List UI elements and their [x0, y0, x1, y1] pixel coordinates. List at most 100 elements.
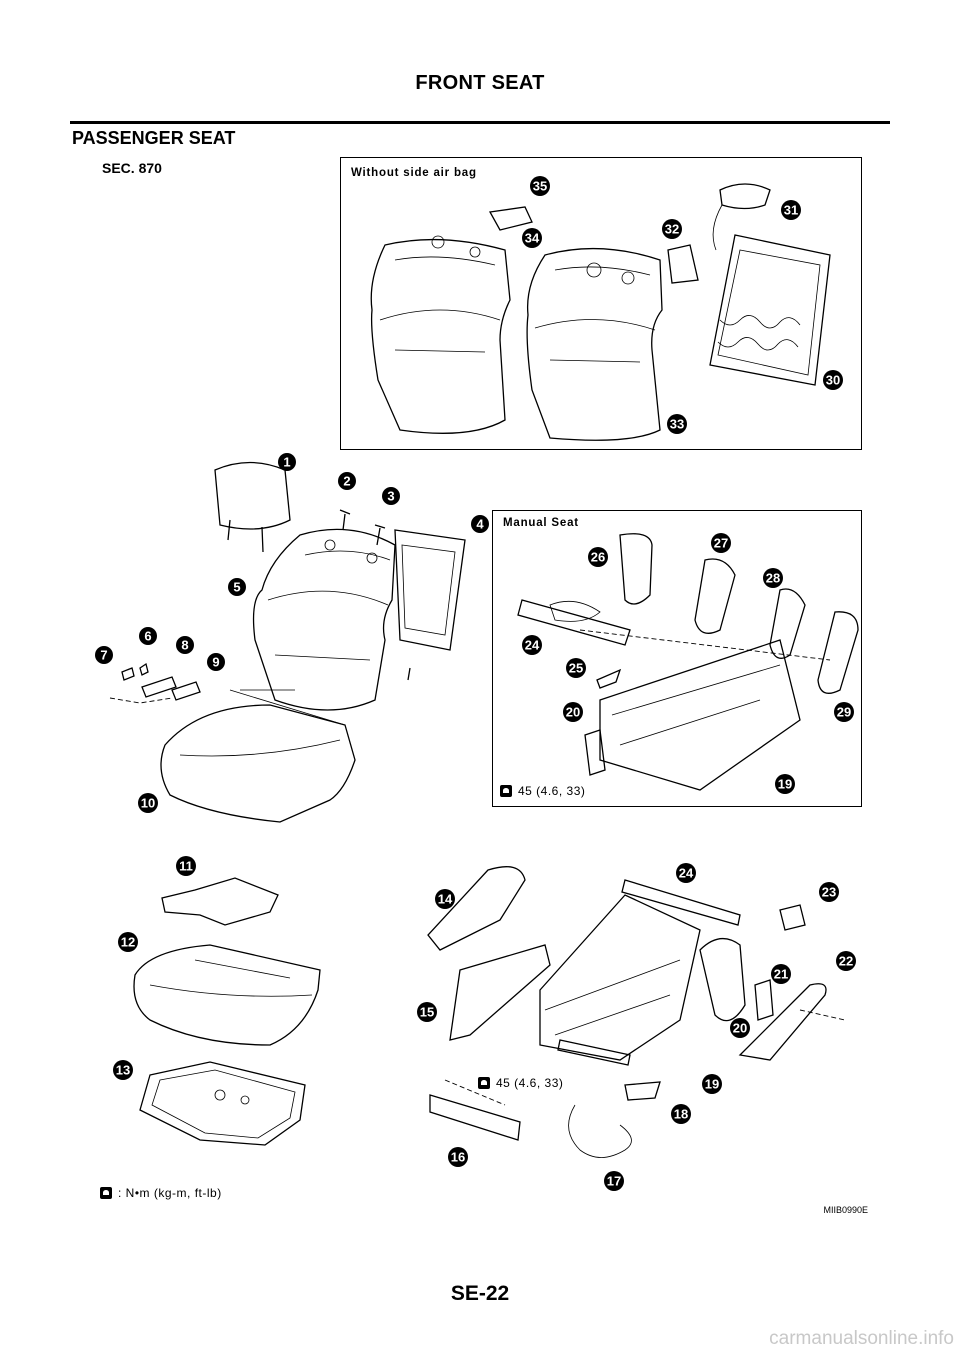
svg-text:20: 20: [566, 705, 580, 720]
svg-text:20: 20: [733, 1021, 747, 1036]
callout-6: 6: [139, 627, 157, 645]
callout-3: 3: [382, 487, 400, 505]
manual-seat-box: [492, 510, 862, 807]
section-title: PASSENGER SEAT: [72, 128, 236, 148]
torque-spec-manual: 45 (4.6, 33): [500, 784, 585, 798]
callout-1: 1: [278, 453, 296, 471]
svg-text:19: 19: [778, 777, 792, 792]
torque-value-power: 45 (4.6, 33): [496, 1076, 564, 1090]
callout-20b: 20: [730, 1018, 750, 1038]
seatback-panel-drawing: [339, 509, 466, 681]
callout-5: 5: [228, 578, 246, 596]
torque-value-manual: 45 (4.6, 33): [518, 784, 586, 798]
callout-19a: 19: [775, 774, 795, 794]
without-side-airbag-label: Without side air bag: [351, 167, 477, 179]
svg-text:27: 27: [714, 536, 728, 551]
svg-text:18: 18: [674, 1107, 688, 1122]
callout-14: 14: [435, 889, 455, 909]
svg-text:35: 35: [533, 179, 547, 194]
without-side-airbag-box: [340, 157, 862, 450]
svg-text:4: 4: [476, 517, 484, 532]
figure-code: MIIB0990E: [823, 1205, 868, 1215]
callout-18: 18: [671, 1104, 691, 1124]
torque-spec-power: 45 (4.6, 33): [478, 1076, 563, 1090]
watermark: carmanualsonline.info: [769, 1328, 954, 1349]
svg-text:23: 23: [822, 885, 836, 900]
callout-28: 28: [763, 568, 783, 588]
callout-12: 12: [118, 932, 138, 952]
callout-15: 15: [417, 1002, 437, 1022]
callout-22: 22: [836, 951, 856, 971]
svg-text:24: 24: [525, 638, 540, 653]
callout-10: 10: [138, 793, 158, 813]
callout-31: 31: [781, 200, 801, 220]
callout-27: 27: [711, 533, 731, 553]
callout-20a: 20: [563, 702, 583, 722]
page-number: SE-22: [450, 1282, 510, 1305]
torque-wrench-icon: [478, 1077, 490, 1089]
svg-text:22: 22: [839, 954, 853, 969]
callout-2: 2: [338, 472, 356, 490]
svg-text:33: 33: [670, 417, 684, 432]
callout-11: 11: [176, 856, 196, 876]
callout-34: 34: [522, 228, 542, 248]
svg-text:11: 11: [179, 859, 193, 874]
callout-21: 21: [771, 964, 791, 984]
power-seat-frame-drawing: [427, 866, 846, 1158]
seatback-frame-drawing: [667, 234, 831, 386]
svg-text:12: 12: [121, 935, 135, 950]
title-rule: [70, 121, 890, 124]
callout-7: 7: [95, 646, 113, 664]
svg-text:25: 25: [569, 661, 583, 676]
callout-32: 32: [662, 219, 682, 239]
svg-text:16: 16: [451, 1150, 465, 1165]
manual-seat-frame-drawing: [517, 533, 859, 791]
callout-17: 17: [604, 1171, 624, 1191]
callout-29: 29: [834, 702, 854, 722]
svg-text:6: 6: [144, 629, 151, 644]
svg-text:32: 32: [665, 222, 679, 237]
torque-wrench-icon: [100, 1187, 112, 1199]
svg-text:15: 15: [420, 1005, 434, 1020]
cushion-frame-drawing: [139, 1061, 306, 1146]
svg-text:31: 31: [784, 203, 798, 218]
callout-13: 13: [113, 1060, 133, 1080]
svg-text:34: 34: [525, 231, 540, 246]
svg-text:9: 9: [212, 655, 219, 670]
callout-4: 4: [471, 515, 489, 533]
callout-16: 16: [448, 1147, 468, 1167]
cushion-heater-drawing: [161, 877, 279, 926]
svg-text:8: 8: [181, 638, 188, 653]
svg-text:19: 19: [705, 1077, 719, 1092]
svg-text:14: 14: [438, 892, 453, 907]
svg-text:10: 10: [141, 796, 155, 811]
svg-text:29: 29: [837, 705, 851, 720]
callout-19b: 19: [702, 1074, 722, 1094]
svg-text:1: 1: [283, 455, 290, 470]
torque-legend: : N•m (kg-m, ft-lb): [100, 1186, 222, 1200]
manual-seat-label: Manual Seat: [503, 517, 579, 529]
svg-text:30: 30: [826, 373, 840, 388]
callout-24b: 24: [676, 863, 696, 883]
svg-text:24: 24: [679, 866, 694, 881]
svg-text:2: 2: [343, 474, 350, 489]
svg-text:3: 3: [387, 489, 394, 504]
airbag-module-drawing: [488, 183, 771, 251]
callout-9: 9: [207, 653, 225, 671]
small-parts-drawing: [109, 662, 201, 704]
page-title: FRONT SEAT: [415, 72, 545, 94]
svg-text:28: 28: [766, 571, 780, 586]
svg-text:26: 26: [591, 550, 605, 565]
torque-legend-text: : N•m (kg-m, ft-lb): [118, 1186, 222, 1200]
svg-text:7: 7: [100, 648, 107, 663]
callout-23: 23: [819, 882, 839, 902]
svg-text:17: 17: [607, 1174, 621, 1189]
cushion-pad-drawing: [133, 944, 321, 1046]
callout-33: 33: [667, 414, 687, 434]
torque-wrench-icon: [500, 785, 512, 797]
callout-25: 25: [566, 658, 586, 678]
seatback-cover-drawing: [370, 235, 663, 441]
headrest-drawing: [214, 461, 291, 553]
